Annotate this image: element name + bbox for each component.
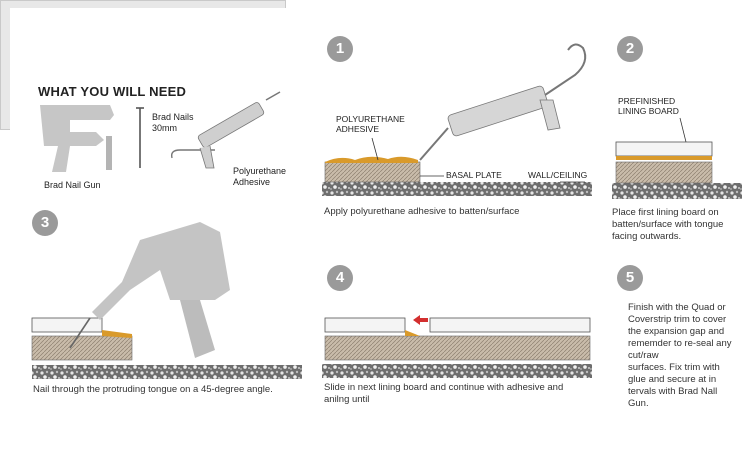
nail-gun-icon	[40, 105, 114, 172]
lining-board-label-2: LINING BOARD	[618, 106, 679, 116]
step-5-caption-line-4: rememder to re-seal any	[628, 338, 732, 349]
requirements-title: WHAT YOU WILL NEED	[38, 84, 187, 99]
basal-plate-label: BASAL PLATE	[446, 170, 502, 180]
adhesive-label-2: ADHESIVE	[336, 124, 379, 134]
step-5-caption-line-5: cut/raw	[628, 350, 659, 361]
step-2-number: 2	[617, 36, 643, 62]
adhesive-label-1: POLYURETHANE	[336, 114, 405, 124]
step-1-number: 1	[327, 36, 353, 62]
step-5-caption-line-2: Coverstrip trim to cover	[628, 314, 727, 325]
step-4-caption-line-2: anilng until	[324, 394, 370, 405]
brad-nails-label: Brad Nails	[152, 112, 194, 122]
lining-board-label-1: PREFINISHED	[618, 96, 676, 106]
adhesive-label-2: Adhesive	[233, 177, 271, 187]
step-5-caption-line-7: glue and secure at in	[628, 374, 717, 385]
step-5-caption-line-6: surfaces. Fix trim with	[628, 362, 720, 373]
wall-ceiling-label: WALL/CEILING	[528, 170, 588, 180]
brad-nail-icon	[136, 107, 144, 168]
step-2-caption-line-1: Place first lining board on	[612, 207, 719, 218]
direction-arrow-icon	[413, 315, 428, 325]
adhesive-label-1: Polyurethane	[233, 166, 287, 176]
step-5-caption-line-9: Gun.	[628, 398, 649, 409]
step-5-caption-line-3: the expansion gap and	[628, 326, 725, 337]
step-2-illustration	[612, 117, 742, 199]
step-1-illustration	[322, 43, 592, 196]
step-5-caption-line-1: Finish with the Quad or	[628, 302, 726, 313]
brad-nails-size-label: 30mm	[152, 123, 178, 133]
step-5-caption-line-8: tervals with Brad Nall	[628, 386, 718, 397]
step-2-caption-line-3: facing outwards.	[612, 231, 682, 242]
nail-gun-label: Brad Nail Gun	[44, 180, 101, 190]
step-3-caption: Nail through the protruding tongue on a …	[33, 384, 273, 395]
step-5-number: 5	[617, 265, 643, 291]
step-3-number: 3	[32, 210, 58, 236]
step-4-number: 4	[327, 265, 353, 291]
caulk-gun-icon	[170, 91, 281, 169]
step-2-caption-line-2: batten/surface with tongue	[612, 219, 724, 230]
step-4-illustration	[322, 315, 592, 378]
step-4-caption-line-1: Slide in next lining board and continue …	[324, 382, 564, 393]
step-1-caption: Apply polyurethane adhesive to batten/su…	[324, 206, 520, 217]
step-3-illustration	[31, 222, 302, 379]
